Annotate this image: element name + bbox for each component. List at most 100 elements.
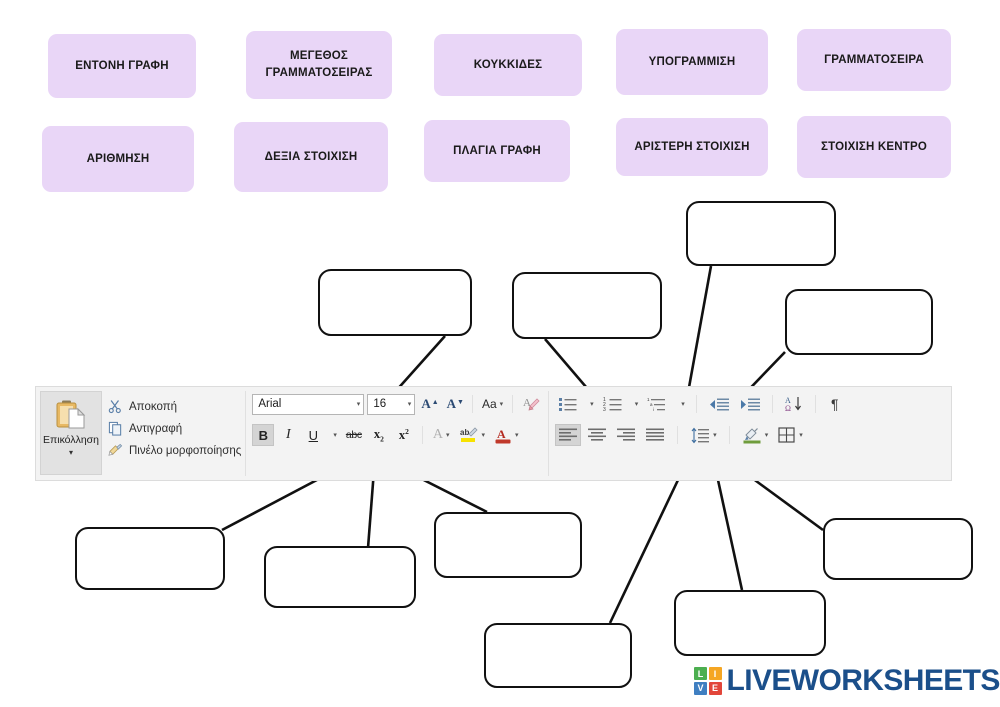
paste-button[interactable]: Επικόλληση ▾: [40, 391, 102, 475]
svg-text:A: A: [497, 427, 506, 441]
word-bank-chip[interactable]: ΑΡΙΣΤΕΡΗ ΣΤΟΙΧΙΣΗ: [616, 118, 768, 176]
change-case-button[interactable]: Aa ▾: [479, 393, 506, 415]
shading-caret[interactable]: ▾: [764, 432, 769, 439]
font-size-value: 16: [373, 398, 387, 410]
answer-box-bullets[interactable]: [686, 201, 836, 266]
underline-caret[interactable]: ▾: [327, 424, 340, 446]
copy-icon: [108, 421, 122, 436]
sort-button[interactable]: A Ω: [781, 393, 807, 415]
grow-font-button[interactable]: A▲: [421, 396, 439, 411]
font-color-button[interactable]: A ▾: [491, 424, 522, 446]
font-size-combo[interactable]: 16 ▾: [367, 393, 416, 415]
superscript-button[interactable]: x2: [393, 424, 415, 446]
bold-button[interactable]: B: [252, 424, 275, 446]
font-name-combo[interactable]: Arial ▾: [252, 393, 365, 415]
word-ribbon-toolbar: Επικόλληση ▾ Αποκοπή: [35, 386, 952, 481]
word-bank-chip[interactable]: ΔΕΞΙΑ ΣΤΟΙΧΙΣΗ: [234, 122, 388, 192]
highlight-caret[interactable]: ▾: [481, 432, 486, 439]
connector-bullets: [684, 265, 713, 405]
align-right-button[interactable]: [613, 424, 639, 446]
answer-box-align-right[interactable]: [823, 518, 973, 580]
numbering-caret[interactable]: ▾: [629, 393, 642, 415]
word-bank-chip[interactable]: ΥΠΟΓΡΑΜΜΙΣΗ: [616, 29, 768, 95]
paste-dropdown-caret[interactable]: ▾: [68, 448, 73, 457]
paragraph-divider-1: [695, 395, 697, 413]
shading-button[interactable]: ▾: [739, 424, 772, 446]
word-bank-chip[interactable]: ΣΤΟΙΧΙΣΗ ΚΕΝΤΡΟ: [797, 116, 951, 178]
svg-text:A: A: [785, 396, 791, 405]
text-effects-caret[interactable]: ▾: [445, 432, 450, 439]
paragraph-divider-2: [771, 395, 773, 413]
word-bank-chip[interactable]: ΑΡΙΘΜΗΣΗ: [42, 126, 194, 192]
word-bank-chip[interactable]: ΜΕΓΕΘΟΣ ΓΡΑΜΜΑΤΟΣΕΙΡΑΣ: [246, 31, 392, 99]
bullets-icon: [559, 397, 577, 411]
answer-box-underline[interactable]: [434, 512, 582, 578]
bullets-caret-glyph: ▾: [590, 401, 594, 408]
font-color-caret[interactable]: ▾: [515, 432, 519, 439]
subscript-label: x: [373, 426, 381, 441]
answer-box-italic[interactable]: [264, 546, 416, 608]
answer-box-font-name[interactable]: [318, 269, 472, 336]
subscript-button[interactable]: x2: [368, 424, 390, 446]
multilevel-caret-glyph: ▾: [681, 401, 685, 408]
word-bank-chip[interactable]: ΕΝΤΟΝΗ ΓΡΑΦΗ: [48, 34, 196, 98]
show-marks-label: ¶: [830, 396, 839, 412]
line-spacing-button[interactable]: ▾: [687, 424, 720, 446]
svg-text:A: A: [523, 397, 531, 409]
underline-caret-glyph: ▾: [333, 432, 337, 439]
decrease-indent-button[interactable]: [705, 393, 733, 415]
text-effects-button[interactable]: A ▾: [430, 424, 453, 446]
underline-label: U: [308, 427, 318, 443]
numbering-button[interactable]: 1 2 3: [600, 393, 626, 415]
ribbon-divider-2: [548, 391, 550, 476]
superscript-index: 2: [405, 426, 409, 436]
shrink-font-button[interactable]: A▼: [446, 396, 464, 411]
word-bank-chip[interactable]: ΓΡΑΜΜΑΤΟΣΕΙΡΑ: [797, 29, 951, 91]
align-center-button[interactable]: [584, 424, 610, 446]
line-spacing-caret[interactable]: ▾: [713, 432, 717, 439]
svg-text:i: i: [653, 407, 654, 412]
italic-button[interactable]: I: [277, 424, 299, 446]
change-case-caret[interactable]: ▾: [499, 401, 504, 408]
format-painter-button[interactable]: Πινέλο μορφοποίησης: [108, 443, 241, 458]
bullets-caret[interactable]: ▾: [584, 393, 597, 415]
bullets-button[interactable]: [555, 393, 581, 415]
svg-text:1: 1: [647, 397, 650, 402]
multilevel-list-caret[interactable]: ▾: [675, 393, 688, 415]
multilevel-list-button[interactable]: 1 a i: [644, 393, 672, 415]
paste-button-label: Επικόλληση: [42, 434, 99, 446]
word-bank-chip[interactable]: ΠΛΑΓΙΑ ΓΡΑΦΗ: [424, 120, 570, 182]
justify-button[interactable]: [642, 424, 668, 446]
increase-indent-button[interactable]: [736, 393, 764, 415]
copy-button[interactable]: Αντιγραφή: [108, 421, 241, 436]
show-marks-button[interactable]: ¶: [824, 393, 846, 415]
multilevel-list-icon: 1 a i: [647, 397, 666, 412]
font-size-caret[interactable]: ▾: [407, 401, 412, 408]
align-left-button[interactable]: [555, 424, 582, 446]
borders-button[interactable]: ▾: [774, 424, 806, 446]
word-bank-chip[interactable]: ΚΟΥΚΚΙΔΕΣ: [434, 34, 582, 96]
strikethrough-label: abc: [345, 429, 362, 441]
paragraph-row-bottom: ▾ ▾ ▾: [555, 424, 806, 446]
underline-button[interactable]: U: [302, 424, 324, 446]
align-right-icon: [617, 428, 636, 441]
answer-box-numbering[interactable]: [785, 289, 933, 355]
grow-font-label: A: [421, 396, 431, 411]
borders-caret[interactable]: ▾: [799, 432, 803, 439]
clipboard-icon: [56, 400, 86, 429]
answer-box-font-size[interactable]: [512, 272, 662, 339]
borders-icon: [778, 427, 795, 443]
clear-formatting-button[interactable]: A: [519, 393, 543, 415]
ribbon-divider-1: [245, 391, 247, 476]
answer-box-align-center[interactable]: [674, 590, 826, 656]
answer-box-bold[interactable]: [75, 527, 225, 590]
cut-button[interactable]: Αποκοπή: [108, 399, 241, 414]
answer-box-align-left[interactable]: [484, 623, 632, 688]
font-name-caret[interactable]: ▾: [356, 401, 361, 408]
strikethrough-button[interactable]: abc: [343, 424, 365, 446]
highlight-button[interactable]: ab ▾: [456, 424, 489, 446]
shrink-font-label: A: [446, 396, 457, 411]
